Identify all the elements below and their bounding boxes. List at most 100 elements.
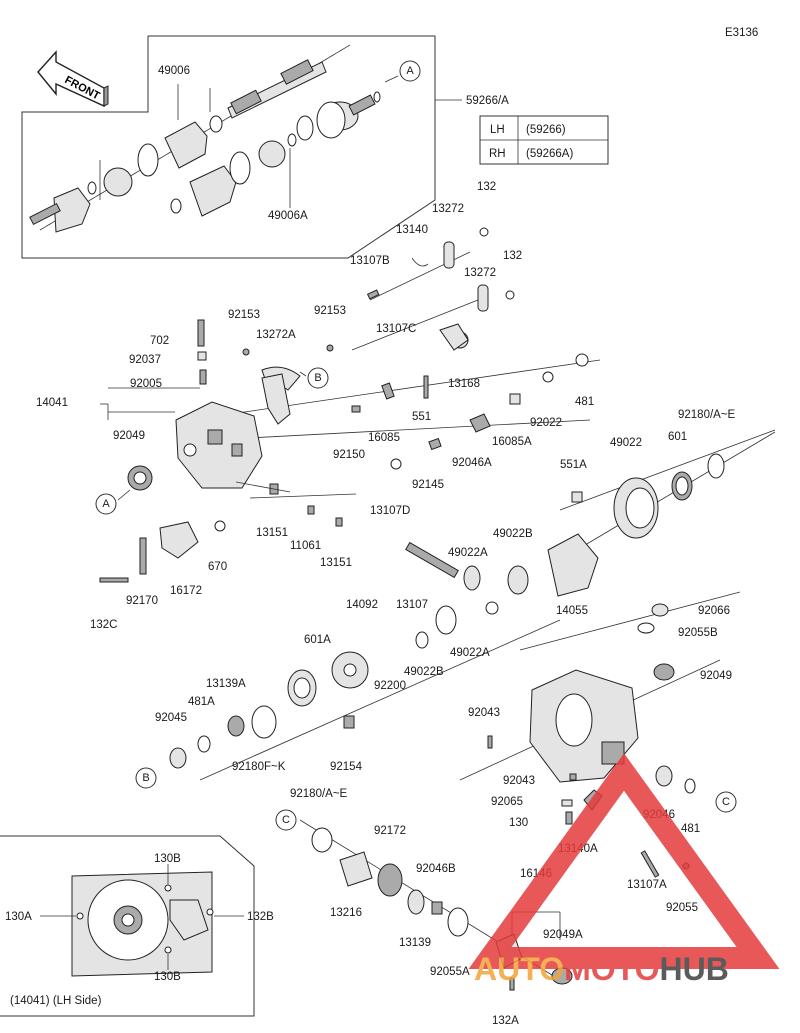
part-92180fk: 92180F~K	[232, 761, 286, 773]
part-132-top: 132	[477, 181, 496, 193]
part-132c: 132C	[90, 619, 118, 631]
part-49022b-top: 49022B	[493, 528, 533, 540]
part-49006: 49006	[158, 65, 190, 77]
part-92153-right: 92153	[314, 305, 346, 317]
part-92005: 92005	[130, 378, 162, 390]
part-14041: 14041	[36, 397, 68, 409]
part-551a: 551A	[560, 459, 587, 471]
part-49022a-top: 49022A	[448, 547, 488, 559]
part-92065: 92065	[491, 796, 523, 808]
diagram-code: E3136	[725, 27, 758, 39]
part-11061: 11061	[290, 540, 321, 552]
part-13272-mid: 13272	[464, 267, 496, 279]
side-table: LH (59266) RH (59266A)	[479, 115, 609, 165]
watermark-triangle-icon	[468, 753, 780, 969]
svg-text:C: C	[722, 796, 730, 808]
part-92037: 92037	[129, 354, 161, 366]
output-assembly	[299, 819, 690, 991]
part-16085: 16085	[368, 432, 400, 444]
table-side-lh: LH	[490, 124, 505, 136]
part-13151-left: 13151	[256, 527, 288, 539]
inset-lh-case	[40, 864, 244, 977]
inset-caption: (14041) (LH Side)	[10, 995, 102, 1007]
part-92145: 92145	[412, 479, 444, 491]
part-601a: 601A	[304, 634, 331, 646]
part-14055: 14055	[556, 605, 588, 617]
part-14092: 14092	[346, 599, 378, 611]
part-13139: 13139	[399, 937, 431, 949]
part-132-mid: 132	[503, 250, 522, 262]
part-130: 130	[509, 817, 528, 829]
part-92055: 92055	[666, 902, 698, 914]
part-481-low: 481	[681, 823, 700, 835]
inset-130a: 130A	[5, 911, 32, 923]
driveshaft-group-frame	[21, 35, 436, 259]
ref-a-mid: A	[95, 493, 117, 515]
table-side-rh: RH	[489, 148, 506, 160]
part-601: 601	[668, 431, 687, 443]
part-92046b: 92046B	[416, 863, 456, 875]
part-92066: 92066	[698, 605, 730, 617]
part-92046a: 92046A	[452, 457, 492, 469]
ref-a-top: A	[384, 60, 421, 83]
watermark-logo: AUTOMOTOHUB	[468, 753, 780, 987]
part-13216: 13216	[330, 907, 362, 919]
ref-b-mid: B	[299, 367, 329, 389]
part-13107c: 13107C	[376, 323, 416, 335]
part-92180ae-top: 92180/A~E	[678, 409, 736, 421]
part-92200: 92200	[374, 680, 406, 692]
part-13107a: 13107A	[627, 879, 667, 891]
part-92043-top: 92043	[468, 707, 500, 719]
part-92022: 92022	[530, 417, 562, 429]
part-13140: 13140	[396, 224, 428, 236]
part-92055a: 92055A	[430, 966, 470, 978]
part-702: 702	[150, 335, 169, 347]
part-13139a: 13139A	[206, 678, 246, 690]
part-92150: 92150	[333, 449, 365, 461]
part-481a: 481A	[188, 696, 215, 708]
inset-130b-bottom: 130B	[154, 971, 181, 983]
ref-c-right: C	[715, 791, 737, 813]
gear-case-housing	[99, 319, 601, 583]
part-13107d: 13107D	[370, 505, 410, 517]
part-92153-left: 92153	[228, 309, 260, 321]
drive-shaft-assembly	[29, 44, 381, 233]
shift-linkage	[351, 227, 515, 351]
part-16172: 16172	[170, 585, 202, 597]
part-13272-top: 13272	[432, 203, 464, 215]
part-92172: 92172	[374, 825, 406, 837]
part-13107b: 13107B	[350, 255, 390, 267]
part-13151-right: 13151	[320, 557, 352, 569]
part-49022b-low: 49022B	[404, 666, 444, 678]
part-92049-top: 92049	[113, 430, 145, 442]
front-arrow-icon: FRONT	[37, 50, 109, 108]
svg-text:AUTOMOTOHUB: AUTOMOTOHUB	[474, 951, 729, 987]
final-gear-assembly	[169, 429, 776, 781]
watermark-word-2: MOTO	[564, 951, 659, 987]
part-92180ae-low: 92180/A~E	[290, 788, 348, 800]
part-16085a: 16085A	[492, 436, 532, 448]
part-92055b: 92055B	[678, 627, 718, 639]
watermark-word-1: AUTO	[474, 951, 564, 987]
svg-text:A: A	[406, 65, 414, 77]
part-49006a: 49006A	[268, 210, 308, 222]
ref-c-low: C	[275, 809, 297, 831]
part-92049a: 92049A	[543, 929, 583, 941]
watermark-word-3: HUB	[659, 951, 728, 987]
part-132a: 132A	[492, 1015, 519, 1027]
inset-132b: 132B	[247, 911, 274, 923]
table-code-rh: (59266A)	[526, 148, 573, 160]
ref-b-low: B	[135, 767, 157, 789]
part-59266a: 59266/A	[466, 95, 509, 107]
part-670: 670	[208, 561, 227, 573]
inset-frame	[0, 835, 255, 1017]
part-92049-mid: 92049	[700, 670, 732, 682]
part-92043-low: 92043	[503, 775, 535, 787]
part-92154: 92154	[330, 761, 363, 773]
svg-text:B: B	[142, 772, 149, 784]
part-92170: 92170	[126, 595, 158, 607]
part-13272a: 13272A	[256, 329, 296, 341]
svg-text:A: A	[102, 498, 110, 510]
part-92045: 92045	[155, 712, 187, 724]
